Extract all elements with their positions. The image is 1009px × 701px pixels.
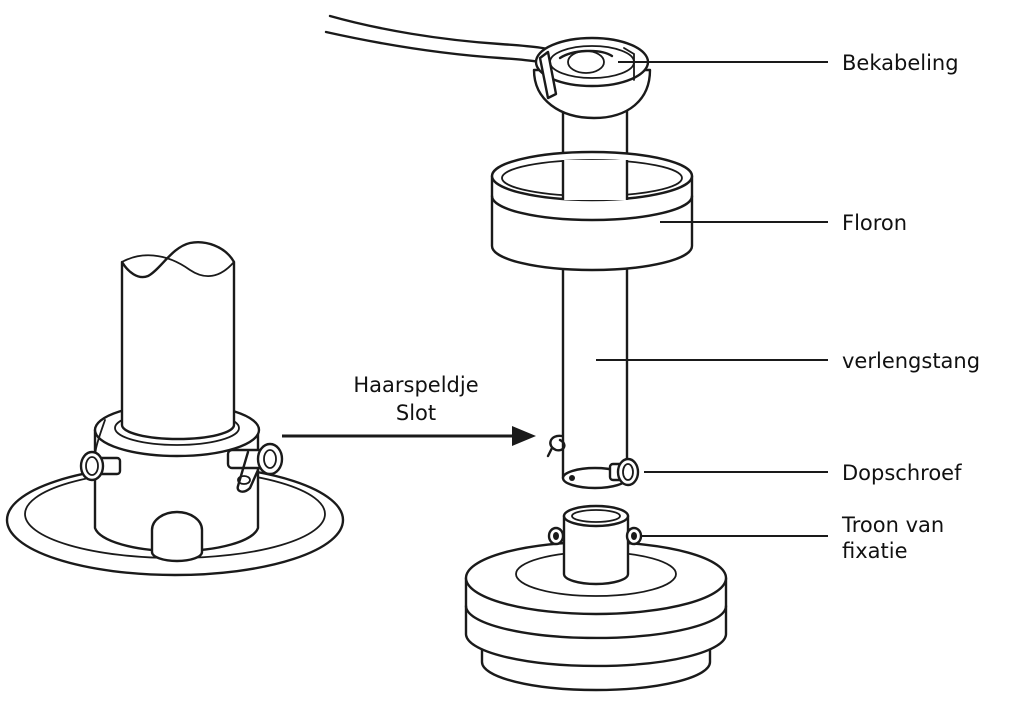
motor-base bbox=[464, 504, 728, 692]
callout-labels: Bekabeling Floron verlengstang Dopschroe… bbox=[596, 51, 980, 563]
fixation-screw-left-inner bbox=[553, 532, 559, 540]
hairpin-lock-callout: Haarspeldje Slot bbox=[282, 373, 536, 446]
label-haarspeldje: Haarspeldje bbox=[353, 373, 478, 397]
downrod-hairpin bbox=[546, 434, 566, 458]
downrod-cap-screw bbox=[608, 457, 640, 487]
ball-wire-inlet bbox=[558, 49, 614, 60]
coupling-collar-top bbox=[562, 504, 630, 528]
downrod-hairpin-leg bbox=[546, 446, 554, 458]
collar-bottom-boss bbox=[150, 510, 204, 563]
right-cap-screw-with-hairpin bbox=[226, 442, 284, 493]
right-screw-head bbox=[256, 442, 284, 476]
callout-arrow-head bbox=[512, 426, 536, 446]
fixation-screw-right bbox=[625, 526, 643, 546]
floron-ring-front-edge bbox=[490, 194, 694, 222]
left-cap-screw bbox=[79, 450, 122, 482]
label-dopschroef: Dopschroef bbox=[842, 461, 962, 485]
hairpin-eye-left bbox=[237, 475, 251, 485]
left-screw-head-inner bbox=[85, 456, 99, 476]
floron-ring-body bbox=[490, 174, 694, 272]
label-troon-line2: fixatie bbox=[842, 539, 908, 563]
floron-ring bbox=[490, 150, 694, 272]
inserted-downrod bbox=[120, 241, 236, 441]
downrod-screw-head bbox=[616, 457, 640, 487]
ball-notch-left bbox=[538, 50, 558, 100]
downrod-hole bbox=[569, 475, 575, 481]
left-screw-head bbox=[79, 450, 105, 482]
fixation-screw-right-inner bbox=[631, 532, 637, 540]
label-floron: Floron bbox=[842, 211, 907, 235]
downrod-cut-edge bbox=[121, 254, 235, 277]
power-cable-a bbox=[328, 14, 572, 58]
label-troon-line1: Troon van bbox=[841, 513, 944, 537]
ball-notch-right bbox=[623, 47, 635, 81]
motor-base-front-edge bbox=[464, 604, 728, 640]
coupling-collar bbox=[562, 514, 630, 586]
floron-rod-pass bbox=[563, 160, 627, 200]
downrod-screw-head-inner bbox=[622, 463, 634, 481]
label-slot: Slot bbox=[396, 401, 436, 425]
downrod-hairpin-loop bbox=[549, 434, 566, 452]
coupling-collar-inner bbox=[571, 509, 621, 523]
ball-joint-head bbox=[532, 36, 652, 120]
label-bekabeling: Bekabeling bbox=[842, 51, 959, 75]
hairpin-clip-left bbox=[236, 450, 260, 493]
right-screw-head-inner bbox=[263, 449, 277, 469]
label-verlengstang: verlengstang bbox=[842, 349, 980, 373]
fixation-screw-left bbox=[547, 526, 565, 546]
assembled-housing-detail bbox=[5, 241, 345, 577]
exploded-assembly bbox=[324, 14, 728, 692]
